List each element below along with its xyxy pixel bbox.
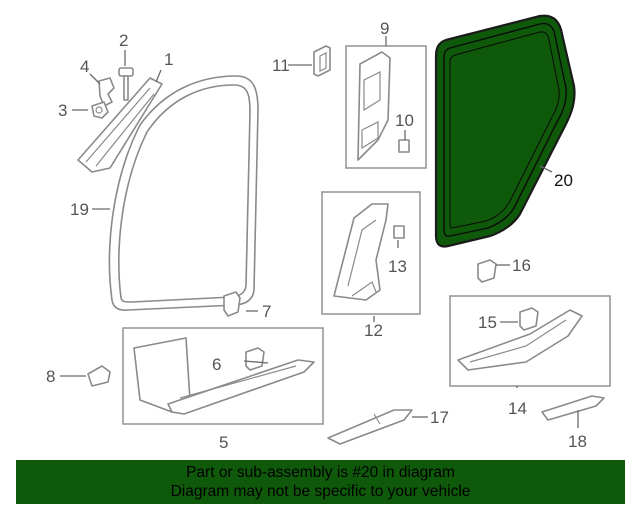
part-7-clip[interactable] — [223, 291, 241, 317]
assembly-box-14 — [449, 295, 611, 387]
callout-16: 16 — [512, 256, 531, 275]
callout-18: 18 — [568, 432, 587, 451]
callout-13: 13 — [388, 257, 407, 276]
part-3-grommet[interactable] — [91, 101, 109, 119]
part-15-clip[interactable] — [519, 307, 539, 331]
part-4-clip[interactable] — [98, 77, 115, 107]
part-16-clip[interactable] — [477, 259, 497, 283]
part-10-clip[interactable] — [398, 139, 410, 153]
callout-19: 19 — [70, 200, 89, 219]
part-6-clip[interactable] — [245, 347, 265, 371]
part-2-bolt[interactable] — [118, 67, 134, 101]
callout-6: 6 — [212, 355, 221, 374]
callout-12: 12 — [364, 321, 383, 340]
callout-2: 2 — [119, 31, 128, 50]
callout-9: 9 — [380, 19, 389, 38]
part-1-a-pillar-trim[interactable] — [77, 77, 163, 173]
assembly-box-5 — [122, 327, 324, 425]
callout-10: 10 — [395, 111, 414, 130]
assembly-box-12 — [321, 191, 421, 315]
callout-8: 8 — [46, 367, 55, 386]
callout-20: 20 — [554, 171, 573, 190]
part-8-retainer[interactable] — [87, 365, 111, 387]
part-11-bracket[interactable] — [313, 45, 331, 77]
leader-lines — [60, 36, 579, 428]
part-19-door-weatherstrip[interactable] — [108, 75, 259, 311]
banner-line-2: Diagram may not be specific to your vehi… — [170, 483, 471, 500]
part-18-sill-plate[interactable] — [541, 395, 605, 421]
part-20-door-weatherstrip[interactable] — [434, 14, 576, 248]
callout-17: 17 — [430, 408, 449, 427]
callout-11: 11 — [272, 56, 290, 75]
callout-4: 4 — [80, 57, 89, 76]
part-9-b-pillar-upper-trim[interactable] — [357, 51, 391, 161]
banner-line-1: Part or sub-assembly is #20 in diagram — [186, 464, 455, 481]
part-13-clip[interactable] — [393, 225, 405, 239]
part-5-front-scuff-plate[interactable] — [133, 337, 315, 415]
callout-labels: 1 2 3 4 5 6 7 8 9 10 11 12 13 14 15 16 1… — [46, 19, 587, 452]
callout-5: 5 — [219, 433, 228, 452]
callout-1: 1 — [164, 50, 173, 69]
notice-banner: Part or sub-assembly is #20 in diagram D… — [16, 460, 625, 504]
part-12-b-pillar-lower-trim[interactable] — [333, 203, 389, 301]
callout-15: 15 — [478, 313, 497, 332]
callout-3: 3 — [58, 101, 67, 120]
callout-7: 7 — [262, 302, 271, 321]
callout-14: 14 — [508, 399, 527, 418]
part-14-rear-scuff-plate[interactable] — [457, 309, 583, 371]
part-17-sill-plate[interactable] — [327, 409, 413, 445]
